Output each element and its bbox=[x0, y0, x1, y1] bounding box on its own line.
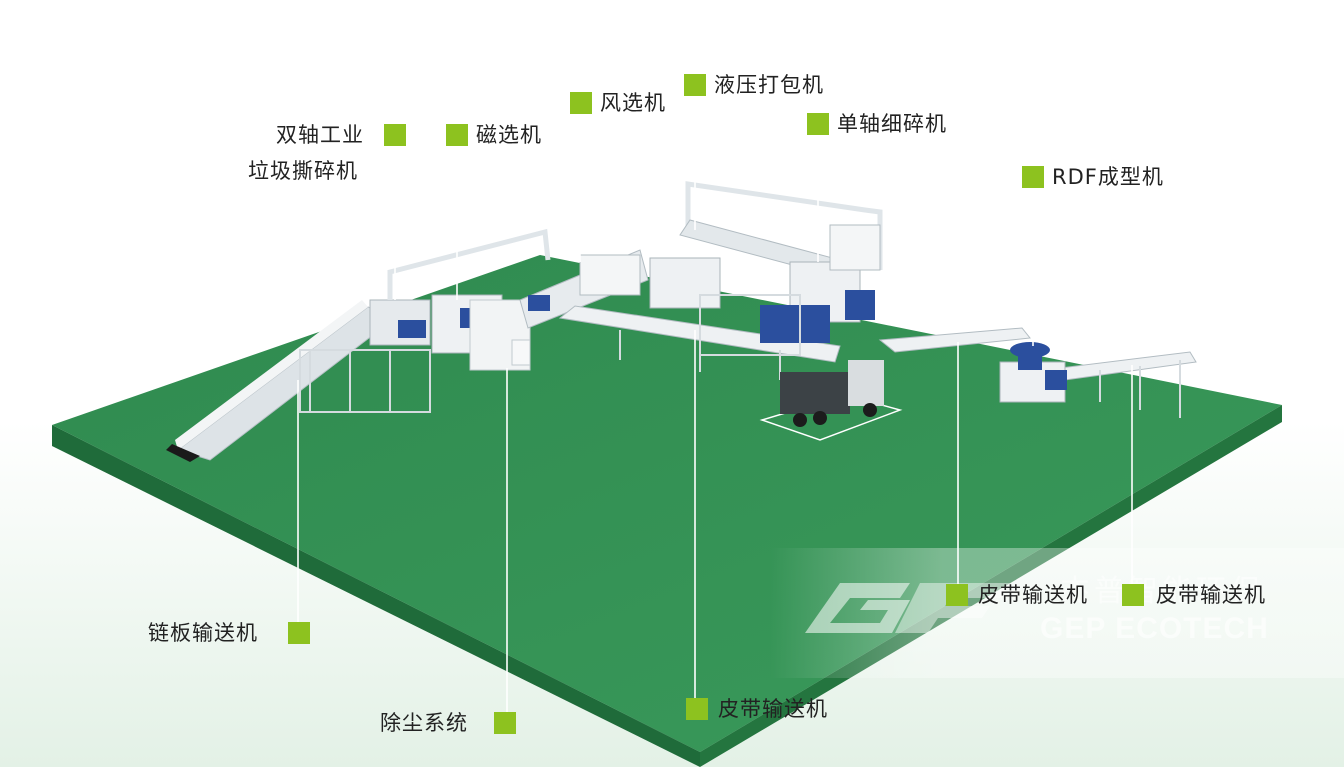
label-twin-shaft-shredder-line2: 垃圾撕碎机 bbox=[248, 159, 358, 183]
marker-belt-conveyor-center bbox=[686, 698, 708, 720]
chain-conveyor-machine bbox=[166, 300, 396, 462]
gep-logo-watermark bbox=[805, 583, 1010, 633]
marker-chain-conveyor bbox=[288, 622, 310, 644]
label-air-separator: 风选机 bbox=[600, 91, 666, 115]
marker-twin-shaft-shredder bbox=[384, 124, 406, 146]
air-separator-machine bbox=[519, 249, 649, 329]
watermark-english: GEP ECOTECH bbox=[1040, 612, 1269, 645]
truck bbox=[759, 360, 903, 441]
label-twin-shaft-shredder-line1: 双轴工业 bbox=[276, 123, 364, 147]
label-twin-shaft-shredder-line2-wrap: 垃圾撕碎机 bbox=[248, 158, 358, 184]
marker-air-separator bbox=[570, 92, 592, 114]
twin-shaft-shredder-machine bbox=[299, 299, 431, 413]
label-chain-conveyor: 链板输送机 bbox=[148, 621, 258, 645]
marker-hydraulic-baler bbox=[684, 74, 706, 96]
label-hydraulic-baler: 液压打包机 bbox=[714, 73, 824, 97]
label-magnetic-separator: 磁选机 bbox=[476, 123, 542, 147]
green-floor-platform bbox=[52, 255, 1282, 767]
rdf-machine bbox=[999, 342, 1067, 403]
label-dust-removal: 除尘系统 bbox=[380, 711, 468, 735]
watermark-band bbox=[770, 548, 1344, 678]
marker-belt-conveyor-right-a bbox=[946, 584, 968, 606]
label-belt-conveyor-right-a: 皮带输送机 bbox=[978, 583, 1088, 607]
marker-magnetic-separator bbox=[446, 124, 468, 146]
baler-and-fine-shredder-machine bbox=[649, 219, 881, 356]
marker-rdf-machine bbox=[1022, 166, 1044, 188]
label-belt-conveyor-right-b: 皮带输送机 bbox=[1156, 583, 1266, 607]
leader-lines bbox=[297, 96, 1133, 712]
label-belt-conveyor-center: 皮带输送机 bbox=[718, 697, 828, 721]
watermark-chinese: 杰普智能环保 bbox=[1060, 574, 1264, 609]
marker-single-shaft-shredder bbox=[807, 113, 829, 135]
magnetic-separator-machine bbox=[431, 294, 531, 371]
label-twin-shaft-shredder: 双轴工业 bbox=[276, 122, 364, 148]
label-rdf-machine: RDF成型机 bbox=[1052, 165, 1164, 189]
marker-belt-conveyor-right-b bbox=[1122, 584, 1144, 606]
rdf-feed-belt-conveyor bbox=[878, 327, 1197, 418]
marker-dust-removal bbox=[494, 712, 516, 734]
label-single-shaft-shredder: 单轴细碎机 bbox=[837, 112, 947, 136]
